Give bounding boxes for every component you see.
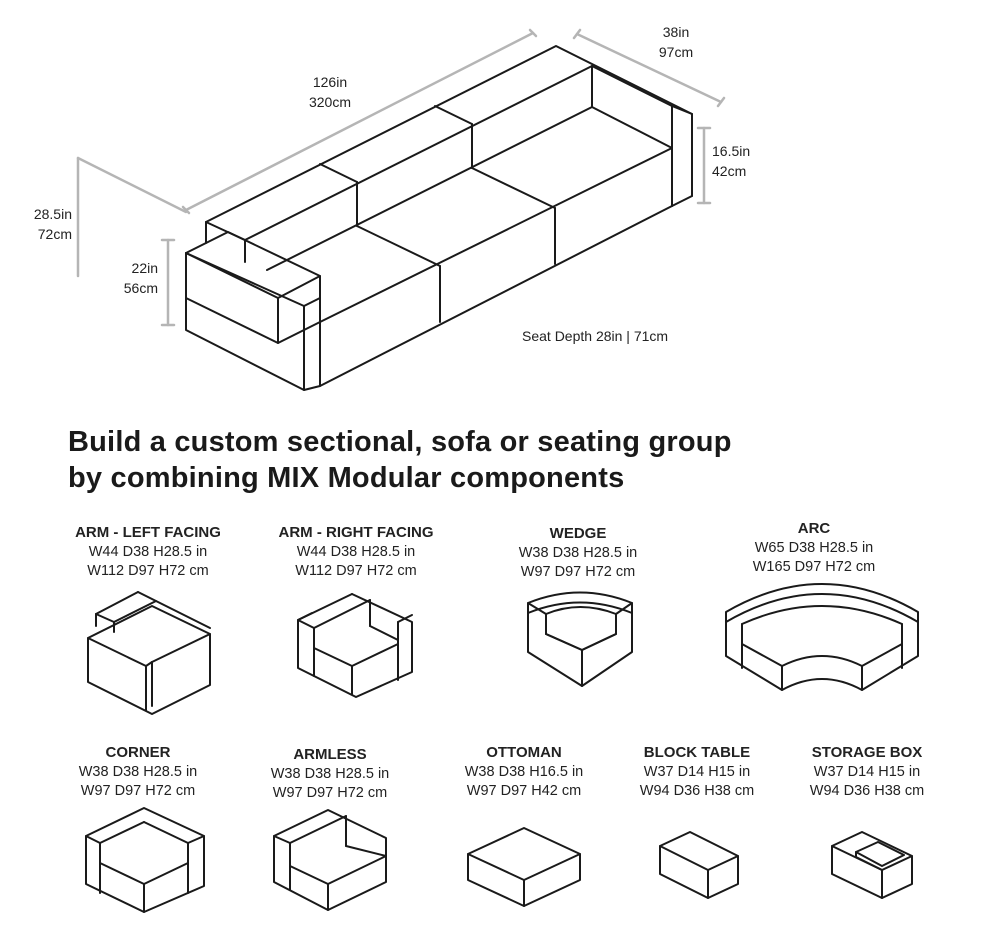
component-name: ARMLESS [293, 746, 367, 763]
component-name: WEDGE [549, 525, 607, 542]
component-imperial: W38 D38 H16.5 in [464, 763, 584, 780]
component-arc: ARC W65 D38 H28.5 in W165 D97 H72 cm [714, 519, 914, 578]
component-block-table: BLOCK TABLE W37 D14 H15 in W94 D36 H38 c… [620, 743, 774, 802]
component-imperial: W37 D14 H15 in [643, 763, 751, 780]
arc-icon [725, 583, 919, 691]
component-name: ARC [797, 520, 831, 537]
length-dimension-line [184, 31, 535, 212]
component-imperial: W38 D38 H28.5 in [270, 765, 390, 782]
headline-line-1: Build a custom sectional, sofa or seatin… [68, 426, 732, 458]
component-metric: W97 D97 H72 cm [80, 783, 196, 799]
component-name: CORNER [105, 744, 171, 761]
component-storage-box: STORAGE BOX W37 D14 H15 in W94 D36 H38 c… [790, 743, 944, 802]
arm-right-facing-icon [297, 593, 413, 698]
component-name: STORAGE BOX [811, 744, 923, 761]
depth-dimension-line [575, 32, 723, 104]
component-name: BLOCK TABLE [643, 744, 751, 761]
arm-left-facing-icon [87, 591, 211, 715]
component-name: ARM - RIGHT FACING [278, 524, 434, 541]
component-armless: ARMLESS W38 D38 H28.5 in W97 D97 H72 cm [250, 745, 410, 804]
component-metric: W112 D97 H72 cm [87, 563, 209, 579]
component-metric: W97 D97 H42 cm [466, 783, 582, 799]
component-metric: W97 D97 H72 cm [272, 785, 388, 801]
storage-box-icon [831, 831, 913, 899]
component-metric: W94 D36 H38 cm [809, 783, 925, 799]
component-imperial: W44 D38 H28.5 in [296, 543, 416, 560]
armless-icon [273, 809, 387, 911]
headline: Build a custom sectional, sofa or seatin… [68, 424, 732, 496]
component-name: ARM - LEFT FACING [75, 524, 221, 541]
component-imperial: W37 D14 H15 in [813, 763, 921, 780]
wedge-icon [527, 591, 633, 687]
ottoman-icon [467, 827, 581, 907]
component-metric: W165 D97 H72 cm [752, 559, 876, 575]
headline-line-2: by combining MIX Modular components [68, 462, 625, 494]
component-wedge: WEDGE W38 D38 H28.5 in W97 D97 H72 cm [478, 524, 678, 583]
block-table-icon [659, 831, 739, 899]
dimension-lines [76, 28, 726, 327]
seat-depth-label: Seat Depth 28in | 71cm [522, 328, 669, 344]
component-imperial: W38 D38 H28.5 in [78, 763, 198, 780]
component-metric: W94 D36 H38 cm [639, 783, 755, 799]
component-name: OTTOMAN [486, 744, 562, 761]
corner-icon [85, 807, 205, 913]
sofa-illustration [185, 45, 693, 391]
component-ottoman: OTTOMAN W38 D38 H16.5 in W97 D97 H42 cm [444, 743, 604, 802]
component-metric: W112 D97 H72 cm [295, 563, 417, 579]
component-imperial: W65 D38 H28.5 in [754, 539, 874, 556]
component-metric: W97 D97 H72 cm [520, 564, 636, 580]
component-arm-right-facing: ARM - RIGHT FACING W44 D38 H28.5 in W112… [256, 523, 456, 582]
component-imperial: W44 D38 H28.5 in [88, 543, 208, 560]
component-corner: CORNER W38 D38 H28.5 in W97 D97 H72 cm [58, 743, 218, 802]
component-imperial: W38 D38 H28.5 in [518, 544, 638, 561]
component-arm-left-facing: ARM - LEFT FACING W44 D38 H28.5 in W112 … [48, 523, 248, 582]
